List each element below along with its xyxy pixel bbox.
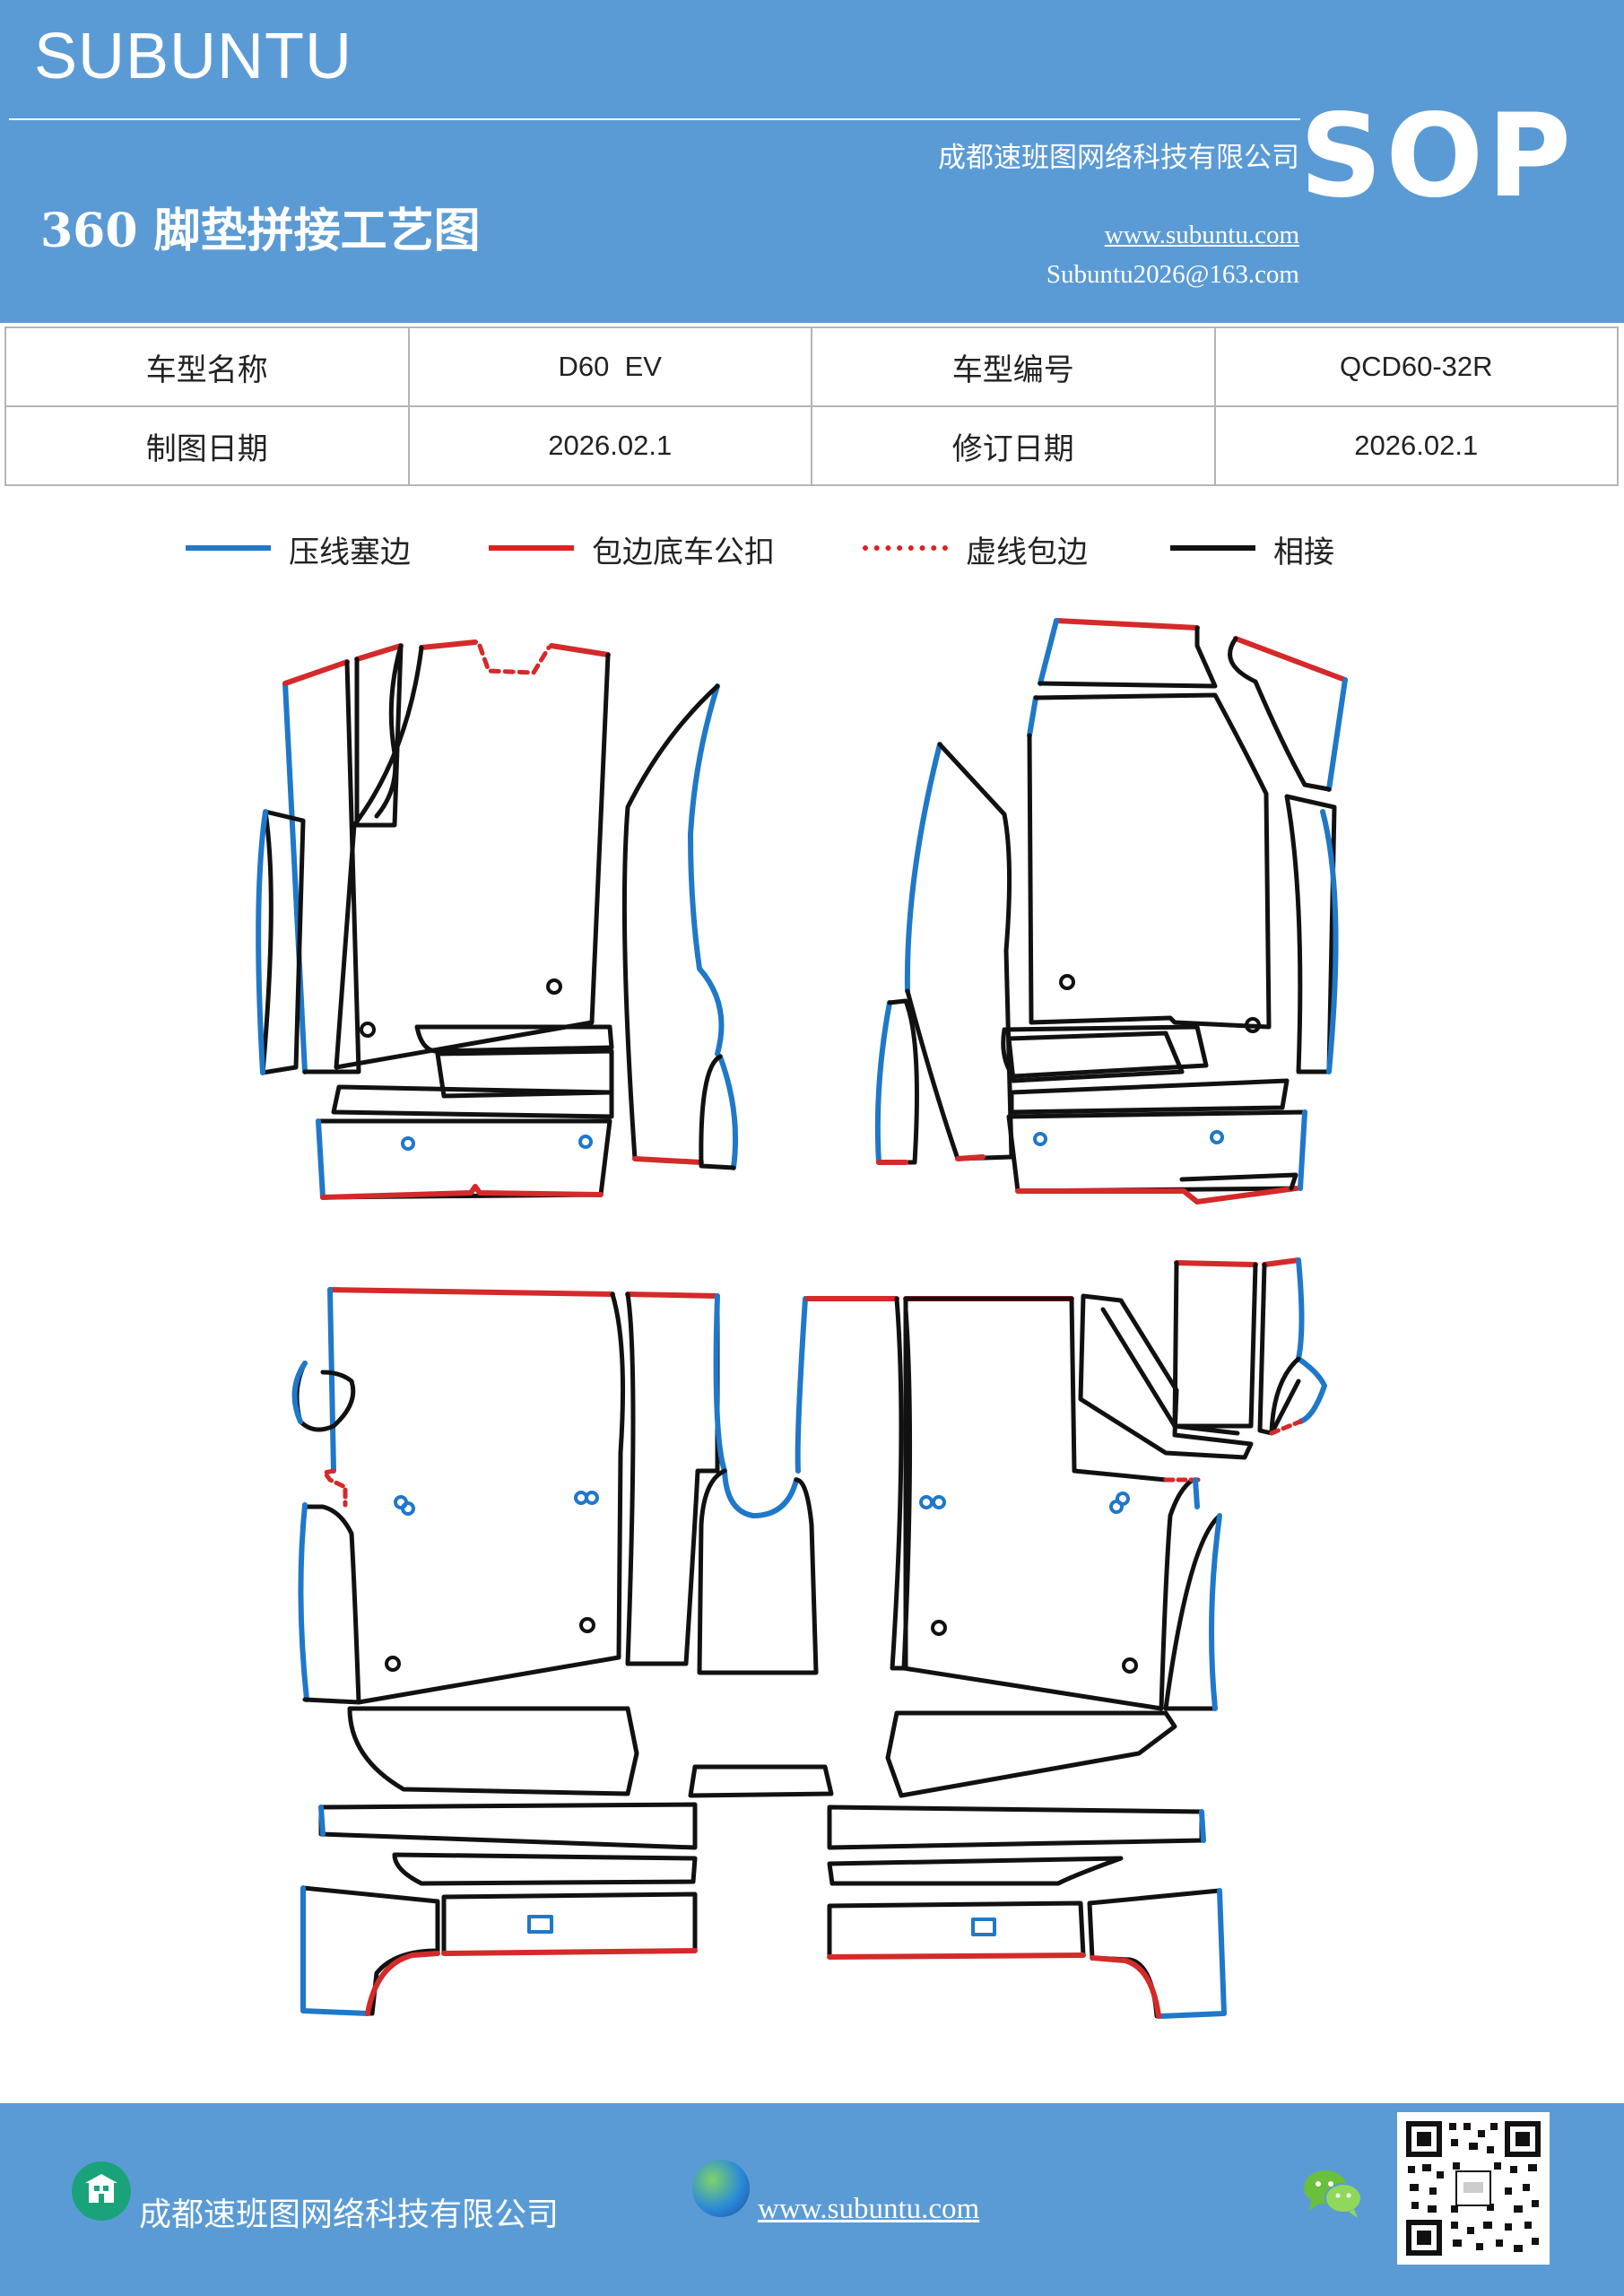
globe-icon — [692, 2160, 750, 2217]
front-right-mat — [874, 618, 1348, 1205]
email-address[interactable]: Subuntu2026@163.com — [1046, 260, 1299, 289]
front-left-mat — [256, 639, 739, 1200]
legend-swatch — [489, 545, 574, 551]
legend-swatch — [863, 545, 948, 551]
document-title: 360 脚垫拼接工艺图 — [40, 204, 481, 258]
legend-label: 包边底车公扣 — [592, 535, 775, 570]
legend: 压线塞边 包边底车公扣 虚线包边 相接 — [0, 520, 1624, 574]
sop-badge: SOP — [1299, 90, 1575, 223]
revise-date-value: 2026.02.1 — [1213, 405, 1619, 486]
footer-banner: 成都速班图网络科技有限公司 www.subuntu.com — [0, 2103, 1624, 2296]
company-name: 成都速班图网络科技有限公司 — [938, 142, 1299, 174]
rear-left-mat — [291, 1287, 834, 2016]
qr-code[interactable] — [1397, 2112, 1550, 2265]
model-name-value: D60 EV — [407, 326, 812, 407]
footer-company-name: 成都速班图网络科技有限公司 — [139, 2196, 560, 2233]
brand-name: SUBUNTU — [34, 21, 353, 92]
table-row: 制图日期 2026.02.1 修订日期 2026.02.1 — [4, 405, 1619, 486]
legend-swatch — [1170, 545, 1255, 551]
draw-date-label: 制图日期 — [4, 405, 410, 486]
draw-date-value: 2026.02.1 — [407, 405, 812, 486]
footer-website-link[interactable]: www.subuntu.com — [758, 2193, 980, 2225]
legend-label: 相接 — [1273, 535, 1334, 570]
model-name-label: 车型名称 — [4, 326, 410, 407]
model-code-label: 车型编号 — [811, 326, 1216, 407]
legend-swatch — [186, 545, 271, 551]
table-row: 车型名称 D60 EV 车型编号 QCD60-32R — [4, 326, 1619, 407]
model-code-value: QCD60-32R — [1213, 326, 1619, 407]
legend-label: 虚线包边 — [966, 535, 1088, 570]
legend-label: 压线塞边 — [289, 535, 411, 570]
website-link[interactable]: www.subuntu.com — [1104, 221, 1299, 249]
wechat-icon[interactable] — [1302, 2166, 1365, 2220]
building-icon — [72, 2161, 131, 2221]
info-table: 车型名称 D60 EV 车型编号 QCD60-32R 制图日期 2026.02.… — [4, 326, 1619, 486]
header-divider — [9, 118, 1300, 120]
revise-date-label: 修订日期 — [811, 405, 1216, 486]
rear-right-mat — [804, 1257, 1327, 2019]
header-banner: SUBUNTU 成都速班图网络科技有限公司 360 脚垫拼接工艺图 www.su… — [0, 0, 1624, 323]
